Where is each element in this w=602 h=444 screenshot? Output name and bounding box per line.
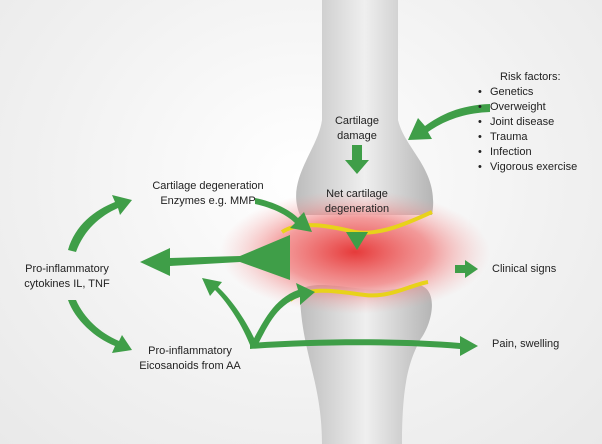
cytokines-label: Pro-inflammatory cytokines IL, TNF bbox=[12, 262, 122, 292]
risk-factor-item: Genetics bbox=[478, 85, 577, 100]
label-line: degeneration bbox=[324, 203, 390, 215]
clinical-signs-label: Clinical signs bbox=[492, 263, 557, 275]
risk-factor-item: Joint disease bbox=[478, 115, 577, 130]
upper-bone bbox=[296, 0, 434, 215]
arrows bbox=[68, 104, 490, 356]
label-line: Eicosanoids from AA bbox=[139, 360, 241, 372]
label-line: Enzymes e.g. MMP bbox=[160, 195, 256, 207]
label-line: damage bbox=[337, 130, 377, 142]
lower-bone bbox=[300, 284, 432, 444]
label-line: Cartilage degeneration bbox=[152, 180, 264, 192]
net-degeneration-label: Net cartilage degeneration bbox=[312, 187, 402, 217]
risk-factor-item: Trauma bbox=[478, 130, 577, 145]
risk-factor-item: Overweight bbox=[478, 100, 577, 115]
label-line: Cartilage bbox=[334, 115, 380, 127]
risk-factor-item: Infection bbox=[478, 145, 577, 160]
risk-factors-title: Risk factors: bbox=[500, 71, 561, 83]
label-line: Pro-inflammatory bbox=[148, 345, 232, 357]
pain-swelling-label: Pain, swelling bbox=[492, 338, 560, 350]
risk-factor-item: Vigorous exercise bbox=[478, 160, 577, 175]
risk-factors-list: Genetics Overweight Joint disease Trauma… bbox=[478, 85, 577, 175]
label-line: Pro-inflammatory bbox=[25, 263, 109, 275]
eicosanoids-label: Pro-inflammatory Eicosanoids from AA bbox=[130, 344, 250, 374]
enzymes-label: Cartilage degeneration Enzymes e.g. MMP bbox=[138, 179, 278, 209]
cartilage-damage-label: Cartilage damage bbox=[317, 114, 397, 144]
label-line: cytokines IL, TNF bbox=[24, 278, 110, 290]
label-line: Net cartilage bbox=[326, 188, 388, 200]
